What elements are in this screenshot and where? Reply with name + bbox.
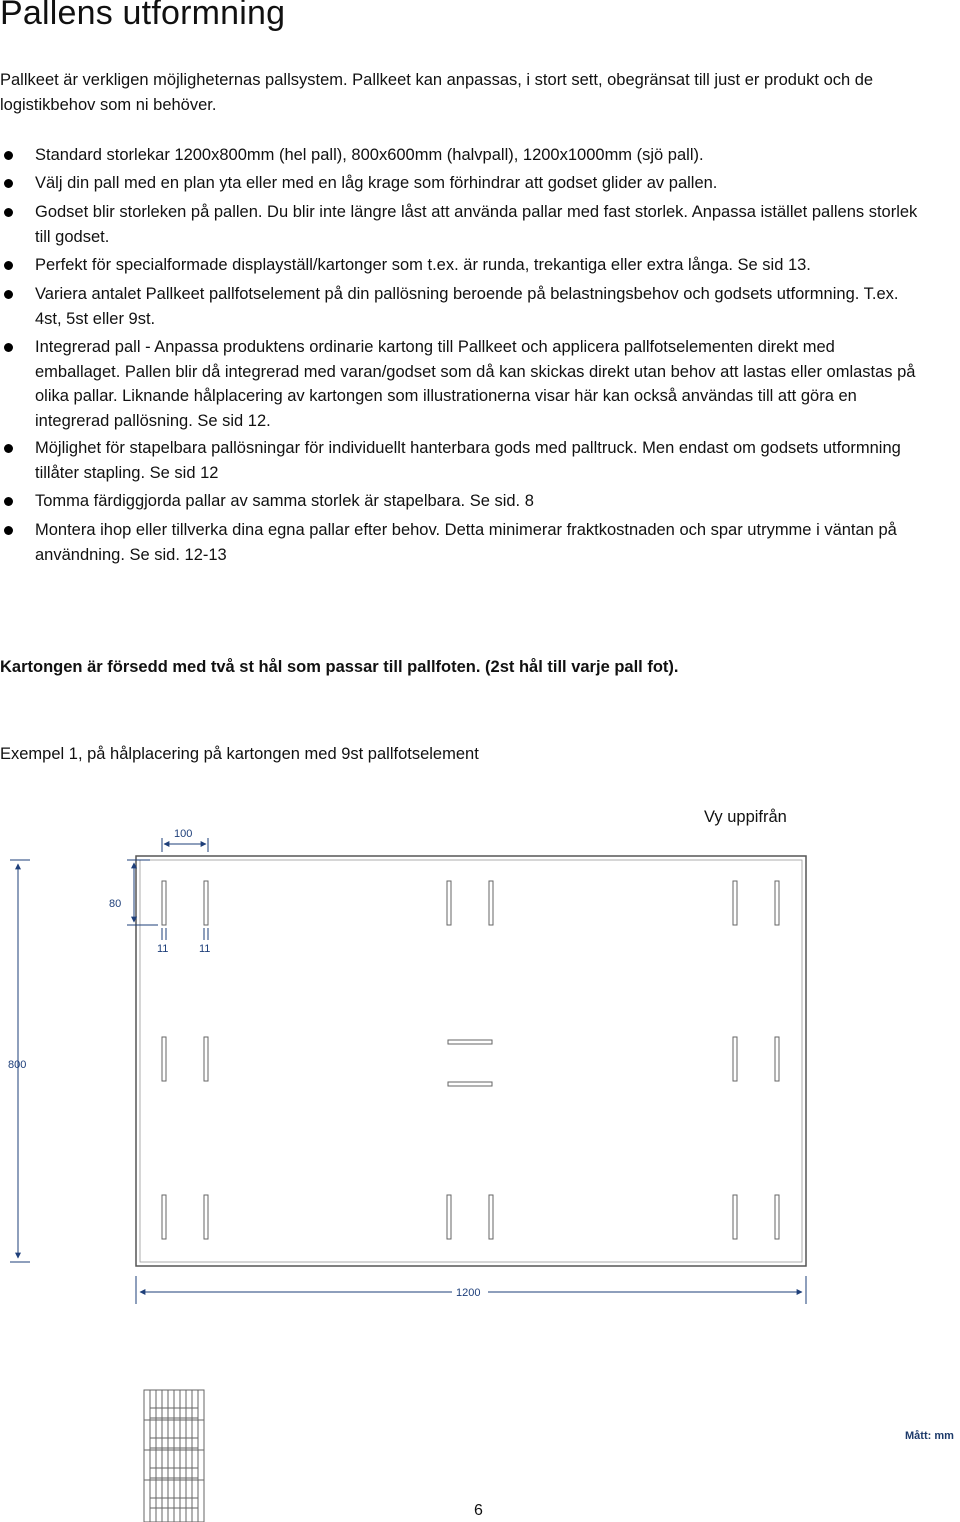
page-number: 6 bbox=[474, 1502, 483, 1519]
bullet-icon bbox=[4, 290, 13, 299]
list-item-text: Godset blir storleken på pallen. Du blir… bbox=[35, 203, 918, 246]
dim-label-800: 800 bbox=[8, 1059, 26, 1071]
list-item: Standard storlekar 1200x800mm (hel pall)… bbox=[4, 143, 920, 168]
list-item: Tomma färdiggjorda pallar av samma storl… bbox=[4, 489, 920, 514]
list-item: Godset blir storleken på pallen. Du blir… bbox=[4, 200, 920, 249]
dim-label-11-left: 11 bbox=[157, 943, 168, 955]
view-label: Vy uppifrån bbox=[704, 808, 787, 826]
list-item: Perfekt för specialformade displayställ/… bbox=[4, 253, 920, 278]
list-item: Montera ihop eller tillverka dina egna p… bbox=[4, 518, 920, 567]
dimension-80 bbox=[127, 859, 158, 926]
side-view-pallet-feet bbox=[143, 1389, 205, 1522]
intro-paragraph: Pallkeet är verkligen möjligheternas pal… bbox=[0, 71, 874, 114]
dim-label-80: 80 bbox=[109, 898, 121, 910]
list-item-text: Möjlighet för stapelbara pallösningar fö… bbox=[35, 439, 901, 482]
notice-text: Kartongen är försedd med två st hål som … bbox=[0, 658, 679, 676]
list-item-text: Välj din pall med en plan yta eller med … bbox=[35, 174, 718, 192]
bullet-icon bbox=[4, 261, 13, 270]
list-item-text: Tomma färdiggjorda pallar av samma storl… bbox=[35, 492, 534, 510]
hole-pairs bbox=[161, 880, 780, 1240]
bullet-icon bbox=[4, 151, 13, 160]
bullet-icon bbox=[4, 497, 13, 506]
list-item-text: Perfekt för specialformade displayställ/… bbox=[35, 256, 811, 274]
list-item-text: Variera antalet Pallkeet pallfotselement… bbox=[35, 285, 899, 328]
dimension-100 bbox=[161, 838, 209, 852]
list-item: Välj din pall med en plan yta eller med … bbox=[4, 171, 920, 196]
list-item-text: Standard storlekar 1200x800mm (hel pall)… bbox=[35, 146, 704, 164]
list-item: Möjlighet för stapelbara pallösningar fö… bbox=[4, 436, 920, 485]
list-item-text: Integrerad pall - Anpassa produktens ord… bbox=[35, 338, 916, 430]
list-item-text: Montera ihop eller tillverka dina egna p… bbox=[35, 521, 897, 564]
dim-label-100: 100 bbox=[174, 828, 192, 840]
bullet-icon bbox=[4, 526, 13, 535]
unit-label: Mått: mm bbox=[905, 1430, 954, 1442]
example-caption: Exempel 1, på hålplacering på kartongen … bbox=[0, 745, 479, 763]
bullet-icon bbox=[4, 208, 13, 217]
dimension-800 bbox=[10, 859, 30, 1263]
dim-label-11-right: 11 bbox=[199, 943, 210, 955]
dimension-11 bbox=[161, 928, 209, 940]
dim-label-bg bbox=[452, 1284, 488, 1298]
bullet-icon bbox=[4, 444, 13, 453]
bullet-icon bbox=[4, 179, 13, 188]
list-item: Integrerad pall - Anpassa produktens ord… bbox=[4, 335, 920, 433]
bullet-icon bbox=[4, 343, 13, 352]
page-title: Pallens utformning bbox=[0, 0, 286, 32]
carton-outline bbox=[135, 855, 807, 1267]
dim-label-1200: 1200 bbox=[456, 1287, 480, 1299]
list-item: Variera antalet Pallkeet pallfotselement… bbox=[4, 282, 920, 331]
